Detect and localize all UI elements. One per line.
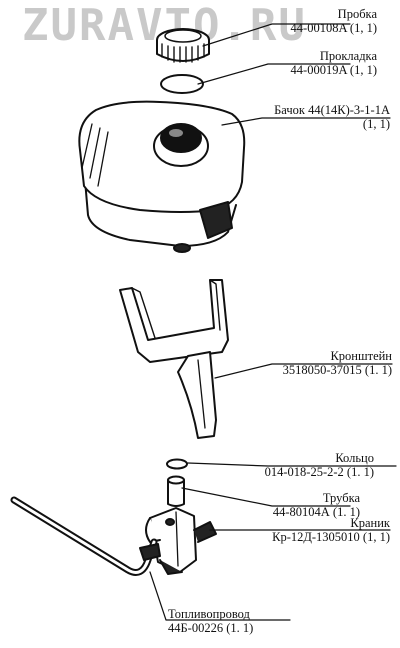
ring-part [166,458,188,470]
part-code: 3518050-37015 (1. 1) [282,363,392,377]
label-cap: Пробка 44-00108A (1, 1) [291,7,377,35]
part-name: Краник [350,516,390,530]
leader-lines [149,23,397,621]
part-name: Трубка [322,491,360,505]
tank-part [78,100,246,253]
fuel-line-part [10,496,161,576]
gasket-part [160,74,204,94]
label-tank: Бачок 44(14К)-3-1-1А (1, 1) [274,103,390,131]
tube-part [167,475,185,507]
part-code: 44-00108A (1, 1) [290,21,377,35]
part-code: Кр-12Д-1305010 (1, 1) [272,530,390,544]
part-code: 44-00019A (1, 1) [290,63,377,77]
part-name: Топливопровод [168,607,250,621]
part-code: 014-018-25-2-2 (1. 1) [264,465,374,479]
part-name: Кольцо [335,451,374,465]
bracket-part [119,279,229,439]
label-fuel-line: Топливопровод 44Б-00226 (1. 1) [168,607,253,635]
part-name: Пробка [337,7,377,21]
label-bracket: Кронштейн 3518050-37015 (1. 1) [283,349,392,377]
part-code: 44-80104А (1. 1) [272,505,360,519]
valve-part [145,507,217,575]
label-gasket: Прокладка 44-00019A (1, 1) [291,49,377,77]
label-tube: Трубка 44-80104А (1. 1) [273,491,360,519]
label-ring: Кольцо 014-018-25-2-2 (1. 1) [265,451,374,479]
part-code: (1, 1) [362,117,390,131]
part-code: 44Б-00226 (1. 1) [168,621,254,635]
label-valve: Краник Кр-12Д-1305010 (1, 1) [272,516,390,544]
cap-part [156,28,210,63]
part-name: Бачок 44(14К)-3-1-1А [274,103,390,117]
part-name: Прокладка [319,49,377,63]
part-name: Кронштейн [330,349,392,363]
